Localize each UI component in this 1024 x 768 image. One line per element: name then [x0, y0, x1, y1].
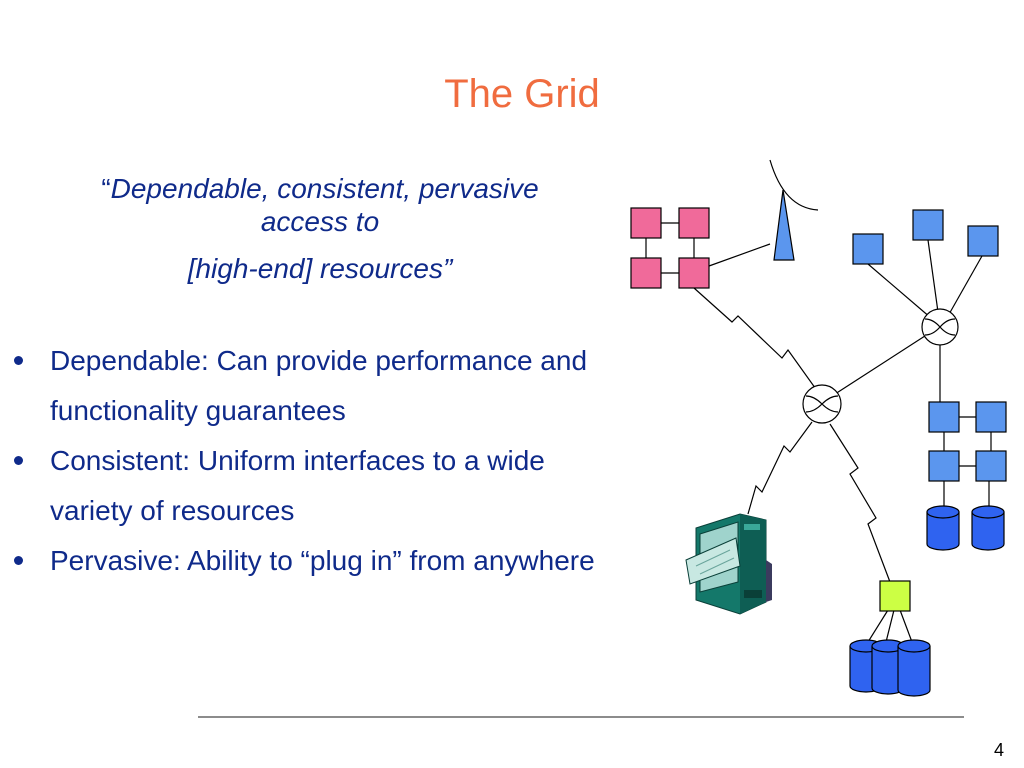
switch-link	[831, 333, 929, 397]
wireless-link	[693, 287, 819, 393]
router-switch-2	[921, 308, 959, 346]
pink-node	[630, 257, 662, 289]
grid-definition-quote: “Dependable, consistent, pervasive acces…	[20, 172, 620, 285]
storage-link	[899, 609, 913, 643]
cluster-node	[928, 450, 960, 482]
blue-cluster	[928, 401, 1007, 482]
blue-node	[967, 225, 999, 257]
blue-nodes	[852, 209, 999, 265]
antenna-icon	[773, 189, 795, 261]
slide-title: The Grid	[444, 72, 600, 116]
pink-antenna-link	[708, 243, 771, 267]
quote-line-2: access to	[20, 205, 620, 238]
wireless-link	[829, 423, 891, 583]
wireless-link	[747, 421, 813, 515]
bullet-dot	[14, 356, 23, 365]
pink-node	[630, 207, 662, 239]
storage-link	[885, 609, 895, 643]
pink-node	[678, 207, 710, 239]
cluster-node	[975, 401, 1007, 433]
storage-cylinder-icon	[971, 505, 1005, 551]
bullet-text: Dependable: Can provide performance and …	[50, 345, 588, 426]
pink-cluster	[630, 207, 710, 289]
bullet-text: Pervasive: Ability to “plug in” from any…	[50, 545, 595, 576]
supercomputer-icon	[685, 513, 772, 615]
blue-node-link	[867, 263, 932, 319]
quote-text-1: Dependable, consistent, pervasive	[110, 173, 539, 204]
blue-node-link	[927, 239, 939, 313]
bullet-text: Consistent: Uniform interfaces to a wide…	[50, 445, 545, 526]
quote-text-2: access to	[260, 206, 380, 238]
storage-link	[867, 609, 889, 643]
storage-cylinder-icon	[897, 639, 931, 697]
quote-text-3: [high-end] resources”	[187, 253, 453, 285]
bullet-item-dependable: Dependable: Can provide performance and …	[10, 336, 625, 436]
blue-node-link	[947, 255, 983, 317]
bullet-dot	[14, 456, 23, 465]
quote-line-1: “Dependable, consistent, pervasive	[20, 172, 620, 205]
bullet-item-pervasive: Pervasive: Ability to “plug in” from any…	[10, 536, 625, 586]
pink-node	[678, 257, 710, 289]
lime-node	[879, 580, 911, 612]
page-number: 4	[994, 740, 1005, 760]
blue-node	[912, 209, 944, 241]
quote-line-3: [high-end] resources”	[20, 252, 620, 285]
bullet-dot	[14, 556, 23, 565]
blue-node	[852, 233, 884, 265]
open-quote-mark: “	[101, 173, 111, 204]
storage-cylinder-icon	[871, 639, 905, 695]
bottom-storage	[849, 639, 931, 697]
router-switch-1	[802, 384, 842, 424]
bullet-item-consistent: Consistent: Uniform interfaces to a wide…	[10, 436, 625, 536]
footer-divider	[198, 716, 964, 718]
satellite-dish-arc	[769, 159, 819, 211]
storage-cylinder-icon	[926, 505, 960, 551]
bullet-list: Dependable: Can provide performance and …	[10, 336, 625, 586]
cluster-node	[928, 401, 960, 433]
cluster-node	[975, 450, 1007, 482]
cluster-storage	[926, 505, 1005, 551]
